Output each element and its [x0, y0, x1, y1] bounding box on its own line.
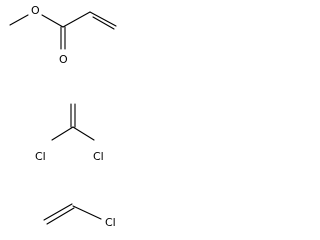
molecule-methyl-acrylate: O O	[9, 4, 117, 66]
atom-label-carbonyl-oxygen: O	[59, 53, 68, 66]
atom-label-chlorine-left: Cl	[35, 150, 46, 163]
molecule-vinylidene-chloride: Cl Cl	[35, 103, 104, 163]
bond-methyl-ester-o	[9, 14, 29, 26]
bond-c-cl	[72, 205, 102, 220]
bond-vinyl-cl-double-a	[43, 203, 73, 221]
bond-c-cl-right	[72, 126, 95, 141]
atom-label-chlorine: Cl	[105, 216, 116, 229]
bond-vinyl-double-a	[89, 11, 117, 27]
bond-vinyl-double-b	[92, 16, 115, 30]
atom-label-chlorine-right: Cl	[93, 150, 104, 163]
bond-carbonyl-vinyl	[62, 11, 91, 28]
bond-vinyl-cl-double-b	[46, 207, 75, 225]
structure-diagram: O O Cl Cl Cl	[9, 4, 117, 229]
bond-ester-o-carbonyl	[41, 14, 64, 28]
molecule-vinyl-chloride: Cl	[43, 203, 116, 229]
bond-c-cl-left	[51, 126, 74, 141]
atom-label-ester-oxygen: O	[31, 4, 40, 17]
